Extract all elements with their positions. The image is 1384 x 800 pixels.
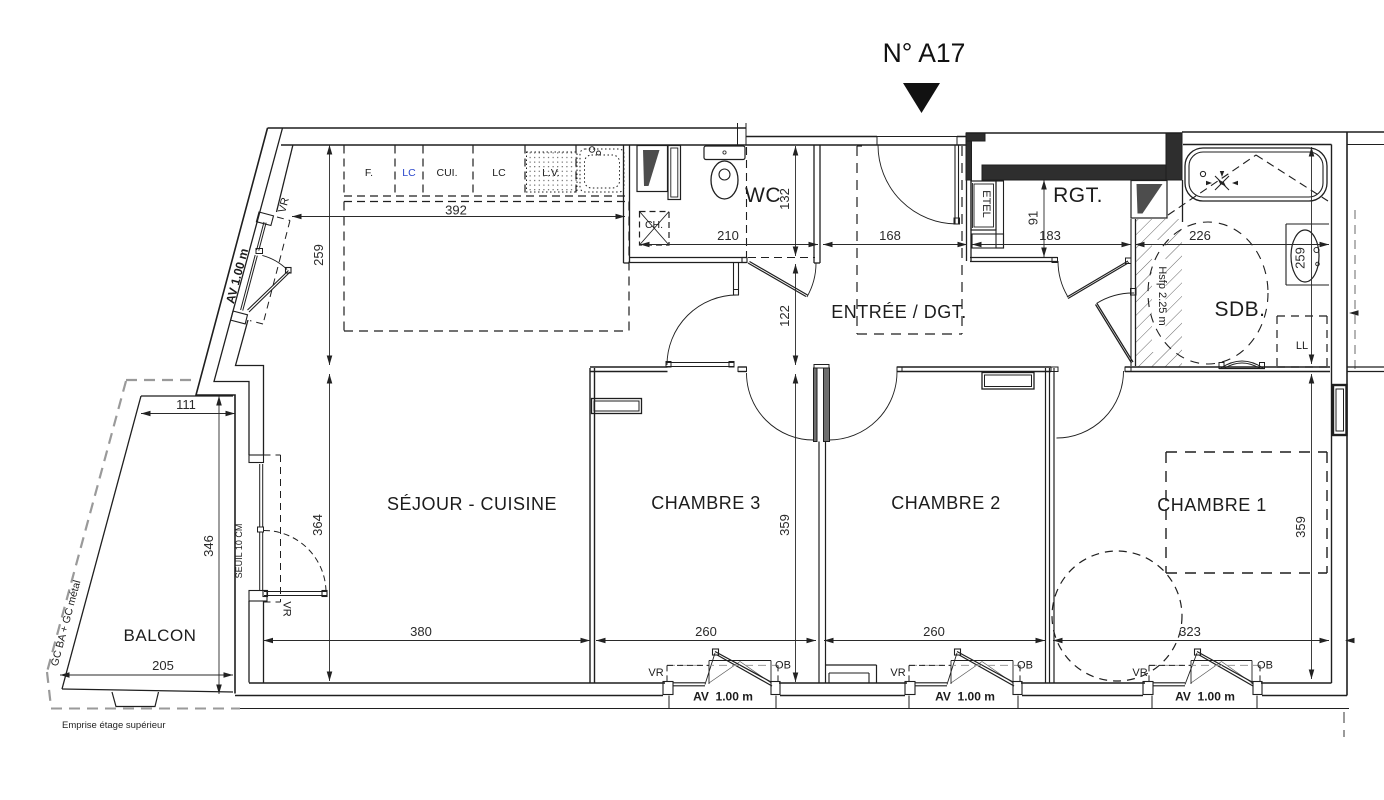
svg-text:AV 1.00 m: AV 1.00 m (935, 690, 995, 704)
svg-text:323: 323 (1179, 624, 1201, 639)
svg-text:CHAMBRE 3: CHAMBRE 3 (651, 493, 761, 513)
svg-text:359: 359 (777, 514, 792, 536)
svg-text:260: 260 (923, 624, 945, 639)
svg-text:OB: OB (1017, 660, 1033, 672)
svg-text:122: 122 (777, 305, 792, 327)
svg-text:CUI.: CUI. (437, 167, 458, 179)
svg-text:SEUIL 10 CM: SEUIL 10 CM (234, 524, 244, 579)
svg-text:OB: OB (1257, 660, 1273, 672)
svg-text:WC: WC (745, 184, 781, 207)
svg-text:210: 210 (717, 228, 739, 243)
svg-text:OB: OB (775, 660, 791, 672)
svg-text:260: 260 (695, 624, 717, 639)
svg-text:F.: F. (365, 167, 373, 179)
svg-text:Hsfp 2.25 m: Hsfp 2.25 m (1156, 266, 1168, 325)
svg-text:AV 1.00 m: AV 1.00 m (693, 690, 753, 704)
svg-text:205: 205 (152, 658, 174, 673)
svg-text:359: 359 (1293, 516, 1308, 538)
svg-text:392: 392 (445, 203, 467, 218)
svg-text:259: 259 (1293, 247, 1308, 269)
svg-text:346: 346 (201, 535, 216, 557)
svg-text:CHAMBRE 2: CHAMBRE 2 (891, 493, 1001, 513)
svg-text:ETEL: ETEL (980, 190, 992, 218)
svg-text:226: 226 (1189, 228, 1211, 243)
svg-text:259: 259 (311, 244, 326, 266)
svg-text:SÉJOUR - CUISINE: SÉJOUR - CUISINE (387, 494, 557, 514)
svg-text:RGT.: RGT. (1053, 184, 1103, 207)
svg-text:AV 1.00 m: AV 1.00 m (1175, 690, 1235, 704)
svg-text:168: 168 (879, 228, 901, 243)
svg-text:CH.: CH. (645, 219, 663, 231)
svg-text:VR: VR (648, 667, 663, 679)
svg-text:VR: VR (890, 667, 905, 679)
svg-text:CHAMBRE 1: CHAMBRE 1 (1157, 495, 1267, 515)
svg-text:LC: LC (402, 167, 416, 179)
svg-text:VR: VR (281, 601, 293, 616)
svg-text:91: 91 (1026, 211, 1041, 225)
svg-text:LL: LL (1296, 340, 1308, 352)
svg-text:BALCON: BALCON (124, 626, 197, 645)
svg-text:ENTRÉE / DGT.: ENTRÉE / DGT. (831, 302, 967, 322)
svg-text:SDB.: SDB. (1214, 298, 1265, 321)
svg-text:111: 111 (176, 397, 196, 412)
svg-text:132: 132 (777, 188, 792, 210)
svg-text:364: 364 (310, 514, 325, 536)
svg-text:380: 380 (410, 624, 432, 639)
svg-text:N° A17: N° A17 (883, 38, 966, 68)
svg-text:LC: LC (492, 167, 506, 179)
svg-text:Emprise étage supérieur: Emprise étage supérieur (62, 720, 166, 731)
svg-text:VR: VR (1132, 667, 1147, 679)
svg-text:VR: VR (276, 196, 292, 214)
svg-text:183: 183 (1039, 228, 1061, 243)
